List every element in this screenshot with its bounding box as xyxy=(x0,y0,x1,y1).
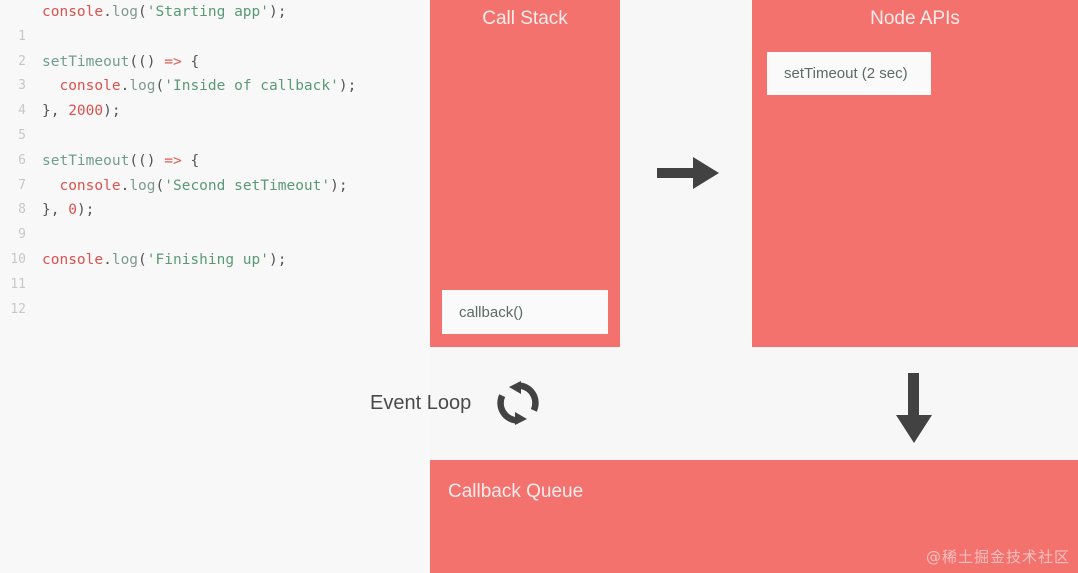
code-line-text: setTimeout(() => { xyxy=(42,53,200,70)
callback-queue-panel: Callback Queue @稀土掘金技术社区 xyxy=(430,460,1078,573)
arrow-down-icon xyxy=(894,373,934,443)
code-line: 2 xyxy=(0,25,430,69)
code-line-text: }, 0); xyxy=(42,202,95,219)
code-line: 3 setTimeout(() => { xyxy=(0,50,430,94)
line-number: 2 xyxy=(18,53,26,69)
code-line: 5 }, 2000); xyxy=(0,99,430,143)
call-stack-title: Call Stack xyxy=(482,8,568,29)
event-loop-group: Event Loop xyxy=(370,378,543,428)
code-line: 12 xyxy=(0,273,430,317)
line-number: 10 xyxy=(10,251,26,267)
code-line: 10 xyxy=(0,223,430,267)
line-number: 8 xyxy=(18,202,26,218)
line-number: 4 xyxy=(18,103,26,119)
line-number: 12 xyxy=(10,301,26,317)
code-line: 8 console.log('Second setTimeout'); xyxy=(0,174,430,218)
code-line: 6 xyxy=(0,124,430,168)
code-editor[interactable]: 1 console.log('Starting app'); 2 3 setTi… xyxy=(0,0,430,573)
line-number: 9 xyxy=(18,227,26,243)
line-number: 7 xyxy=(18,177,26,193)
code-line-text: }, 2000); xyxy=(42,103,121,120)
node-api-item-label: setTimeout (2 sec) xyxy=(784,65,908,82)
code-line: 9 }, 0); xyxy=(0,198,430,242)
line-number: 11 xyxy=(10,276,26,292)
line-number: 5 xyxy=(18,127,26,143)
node-api-item-settimeout[interactable]: setTimeout (2 sec) xyxy=(767,52,931,95)
call-stack-panel: Call Stack callback() xyxy=(430,0,620,347)
watermark-text: @稀土掘金技术社区 xyxy=(925,548,1070,566)
code-line-text: setTimeout(() => { xyxy=(42,152,200,169)
line-number: 1 xyxy=(18,28,26,44)
loop-refresh-icon xyxy=(493,378,543,428)
code-line: 11 console.log('Finishing up'); xyxy=(0,248,430,292)
code-line-text: console.log('Inside of callback'); xyxy=(59,78,357,95)
code-line-text: console.log('Starting app'); xyxy=(42,4,287,20)
callback-queue-title: Callback Queue xyxy=(448,481,584,502)
node-apis-title: Node APIs xyxy=(870,8,960,29)
node-apis-panel: Node APIs setTimeout (2 sec) xyxy=(752,0,1078,347)
code-line: 7 setTimeout(() => { xyxy=(0,149,430,193)
line-number: 6 xyxy=(18,152,26,168)
line-number: 3 xyxy=(18,78,26,94)
call-stack-frame-callback[interactable]: callback() xyxy=(442,290,608,334)
code-line: 1 console.log('Starting app'); xyxy=(0,0,430,44)
code-line-text: console.log('Finishing up'); xyxy=(42,252,287,268)
code-line: 4 console.log('Inside of callback'); xyxy=(0,74,430,118)
code-line-text: console.log('Second setTimeout'); xyxy=(59,177,348,194)
call-stack-frame-label: callback() xyxy=(459,303,524,321)
arrow-right-icon xyxy=(657,154,719,192)
event-loop-label: Event Loop xyxy=(370,391,472,414)
